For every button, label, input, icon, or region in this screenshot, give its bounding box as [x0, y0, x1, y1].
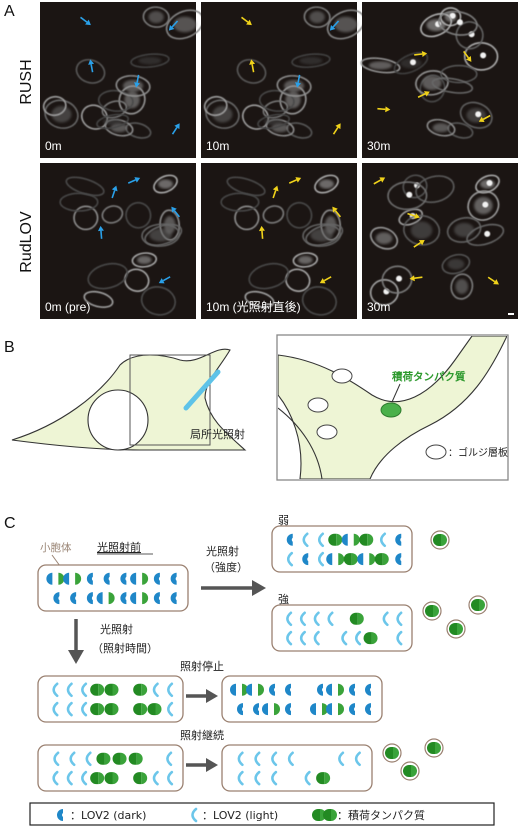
vesicle-continue — [221, 744, 373, 792]
legend-cargo: ：積荷タンパク質 — [337, 808, 425, 822]
panel-a-letter: A — [4, 3, 15, 20]
time-label-0-2: 30m — [367, 139, 390, 153]
free-cargo — [382, 530, 488, 781]
golgi-3 — [316, 424, 338, 440]
whole-cell-diagram: 局所光照射 — [11, 348, 247, 451]
cargo-protein-label: 積荷タンパク質 — [391, 370, 466, 383]
vesicle-stop — [221, 675, 383, 723]
continue-label: 照射継続 — [180, 728, 224, 742]
legend-icons — [57, 807, 337, 823]
vesicle-before — [37, 564, 189, 612]
arrow-right-continue — [186, 758, 218, 772]
time-label-1-0: 0m (pre) — [45, 300, 90, 314]
strong-label: 強 — [278, 593, 289, 606]
before-label: 光照射前 — [97, 540, 141, 554]
row-label-rush: RUSH — [18, 59, 35, 104]
weak-label: 弱 — [278, 514, 289, 527]
micro-tile-1-1 — [201, 163, 357, 319]
scale-bar — [508, 313, 514, 315]
vesicle-diagrams — [37, 525, 488, 792]
time-label-1-2: 30m — [367, 300, 390, 314]
time-label-0-1: 10m — [206, 139, 229, 153]
legend-box — [29, 802, 495, 826]
arrow-down-time — [68, 619, 84, 664]
zoom-nucleus-edge — [278, 407, 323, 479]
irradiation-beam — [183, 369, 221, 411]
panel-b-letter: B — [4, 339, 15, 356]
irr-strength-line2: （強度） — [204, 560, 248, 574]
local-irradiation-label: 局所光照射 — [190, 427, 245, 441]
golgi-1 — [331, 368, 353, 384]
time-label-1-1: 10m (光照射直後) — [206, 299, 301, 314]
vesicle-time-2 — [37, 744, 184, 792]
zoom-box — [129, 354, 211, 446]
micro-tile-0-1 — [201, 2, 366, 158]
arrow-right-stop — [186, 689, 218, 703]
micro-tile-1-2 — [362, 163, 518, 319]
micro-tile-1-0 — [40, 163, 196, 319]
irr-time-line2: （照射時間） — [92, 641, 158, 655]
stop-label: 照射停止 — [180, 659, 224, 673]
vesicle-time — [37, 675, 184, 723]
vesicle-strong — [271, 604, 413, 652]
irr-strength-line1: 光照射 — [206, 544, 239, 558]
golgi-cargo — [380, 402, 402, 418]
arrow-right-strength — [201, 580, 266, 596]
cargo-pointer — [391, 383, 401, 403]
vesicle-label: 小胞体 — [40, 542, 72, 554]
panel-c-letter: C — [4, 515, 16, 532]
golgi-legend-symbol — [425, 444, 447, 460]
panel-a-time-labels: 0m 10m 30m 0m (pre) 10m (光照射直後) 30m — [45, 139, 390, 314]
golgi-legend-text: ：ゴルジ層板 — [448, 446, 508, 459]
legend-dark: ：LOV2 (dark) — [70, 809, 146, 822]
golgi-2 — [307, 397, 329, 413]
row-label-rudlov: RudLOV — [18, 211, 35, 273]
micro-tile-0-2 — [360, 2, 518, 158]
legend-light: ：LOV2 (light) — [202, 809, 278, 822]
micro-tile-0-0 — [40, 2, 205, 158]
microscopy-grid — [40, 2, 518, 319]
zoom-diagram: 積荷タンパク質 ：ゴルジ層板 — [276, 334, 509, 481]
vesicle-pointer — [51, 554, 61, 567]
time-label-0-0: 0m — [45, 139, 62, 153]
irr-time-line1: 光照射 — [100, 622, 133, 636]
vesicle-weak — [271, 525, 413, 573]
nucleus — [87, 389, 149, 451]
